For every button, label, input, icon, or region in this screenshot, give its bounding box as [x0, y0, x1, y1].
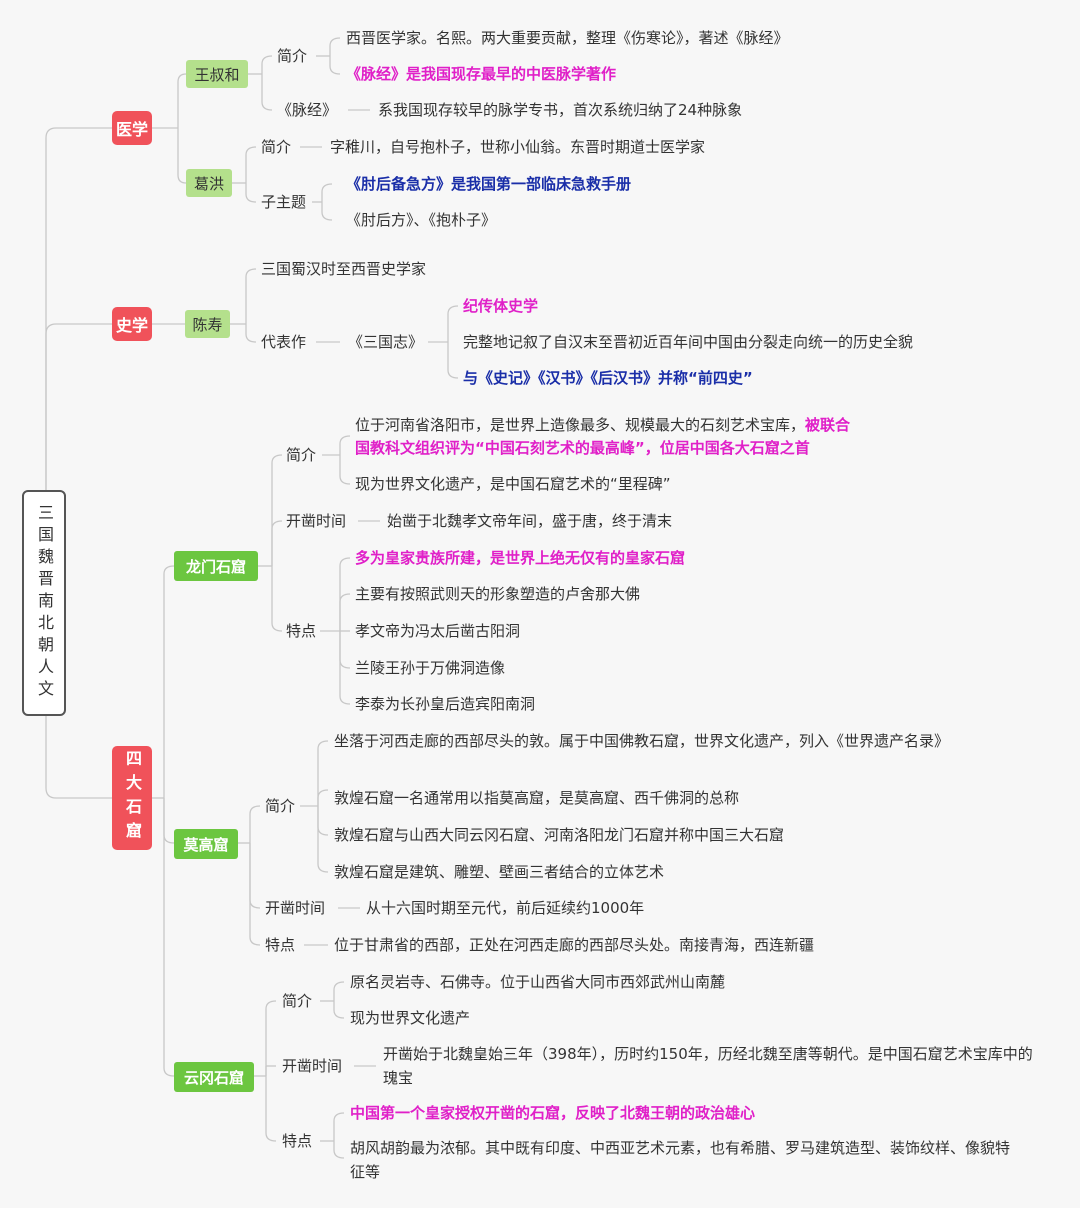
longmen-feat-label: 特点 [286, 622, 317, 640]
maijing-label: 《脉经》 [277, 101, 338, 119]
topic-history-label: 史学 [115, 316, 148, 335]
node-gehong-label: 葛洪 [193, 174, 224, 193]
topic-grottoes-label: 四大石窟 [123, 750, 142, 846]
mogao-time-text: 从十六国时期至元代，前后延续约1000年 [366, 899, 645, 917]
root-title: 三国魏晋南北朝人文 [35, 504, 54, 702]
node-gehong[interactable]: 葛洪 [186, 169, 232, 197]
mogao-intro-label: 简介 [265, 797, 296, 815]
node-longmen-label: 龙门石窟 [185, 557, 246, 576]
mogao-time-label: 开凿时间 [265, 899, 326, 917]
wangshuhe-intro-2: 《脉经》是我国现存最早的中医脉学著作 [346, 65, 617, 83]
yungang-feat-label: 特点 [282, 1132, 313, 1150]
topic-medicine[interactable]: 医学 [112, 111, 152, 145]
node-wangshuhe-label: 王叔和 [194, 65, 240, 84]
node-chenshou[interactable]: 陈寿 [185, 310, 230, 338]
mogao-intro-1: 坐落于河西走廊的西部尽头的敦。属于中国佛教石窟，世界文化遗产，列入《世界遗产名录… [334, 732, 950, 750]
longmen-time-text: 始凿于北魏孝文帝年间，盛于唐，终于清末 [387, 512, 673, 530]
longmen-time-label: 开凿时间 [286, 512, 347, 530]
sanguozhi-label: 《三国志》 [348, 333, 424, 351]
node-chenshou-label: 陈寿 [192, 315, 223, 334]
sanguozhi-3: 与《史记》《汉书》《后汉书》并称“前四史” [463, 369, 753, 387]
mogao-feat-label: 特点 [265, 936, 296, 954]
longmen-intro-1: 位于河南省洛阳市，是世界上造像最多、规模最大的石刻艺术宝库，被联合 [355, 414, 850, 436]
gehong-intro-label: 简介 [261, 138, 292, 156]
node-mogao-label: 莫高窟 [183, 835, 229, 854]
mogao-intro-3: 敦煌石窟与山西大同云冈石窟、河南洛阳龙门石窟并称中国三大石窟 [334, 826, 785, 844]
longmen-feat-5: 李泰为长孙皇后造宾阳南洞 [355, 695, 536, 713]
node-mogao[interactable]: 莫高窟 [174, 829, 238, 859]
longmen-feat-2: 主要有按照武则天的形象塑造的卢舍那大佛 [355, 585, 641, 603]
longmen-feat-3: 孝文帝为冯太后凿古阳洞 [355, 622, 521, 640]
sanguozhi-2: 完整地记叙了自汉末至晋初近百年间中国由分裂走向统一的历史全貌 [463, 333, 914, 351]
gehong-intro-text: 字稚川，自号抱朴子，世称小仙翁。东晋时期道士医学家 [330, 138, 706, 156]
chenshou-works-label: 代表作 [261, 333, 307, 351]
yungang-intro-1: 原名灵岩寺、石佛寺。位于山西省大同市西郊武州山南麓 [350, 973, 726, 991]
wangshuhe-intro-1: 西晋医学家。名熙。两大重要贡献，整理《伤寒论》，著述《脉经》 [346, 29, 789, 47]
gehong-sub-label: 子主题 [261, 193, 307, 211]
topic-grottoes[interactable]: 四大石窟 [112, 746, 152, 850]
maijing-text: 系我国现存较早的脉学专书，首次系统归纳了24种脉象 [378, 101, 743, 119]
longmen-intro-1b: 被联合 [805, 416, 851, 434]
longmen-intro-1a: 位于河南省洛阳市，是世界上造像最多、规模最大的石刻艺术宝库， [355, 416, 806, 434]
mogao-feat-text: 位于甘肃省的西部，正处在河西走廊的西部尽头处。南接青海，西连新疆 [334, 936, 815, 954]
gehong-sub-1: 《肘后备急方》是我国第一部临床急救手册 [346, 175, 632, 193]
mogao-intro-4: 敦煌石窟是建筑、雕塑、壁画三者结合的立体艺术 [334, 863, 665, 881]
topic-medicine-label: 医学 [115, 120, 148, 139]
longmen-intro-1c: 国教科文组织评为“中国石刻艺术的最高峰”，位居中国各大石窟之首 [355, 439, 810, 457]
yungang-feat-1: 中国第一个皇家授权开凿的石窟，反映了北魏王朝的政治雄心 [350, 1104, 756, 1122]
sanguozhi-1: 纪传体史学 [463, 297, 539, 315]
yungang-feat-2: 胡风胡韵最为浓郁。其中既有印度、中西亚艺术元素，也有希腊、罗马建筑造型、装饰纹样… [350, 1139, 1011, 1181]
longmen-intro-2: 现为世界文化遗产，是中国石窟艺术的“里程碑” [355, 475, 671, 493]
yungang-time-label: 开凿时间 [282, 1057, 343, 1075]
node-longmen[interactable]: 龙门石窟 [174, 551, 258, 581]
longmen-feat-4: 兰陵王孙于万佛洞造像 [355, 659, 506, 677]
node-yungang[interactable]: 云冈石窟 [174, 1062, 254, 1092]
root-topic[interactable]: 三国魏晋南北朝人文 [22, 490, 66, 716]
topic-history[interactable]: 史学 [112, 307, 152, 341]
mogao-intro-2: 敦煌石窟一名通常用以指莫高窟，是莫高窟、西千佛洞的总称 [334, 789, 740, 807]
node-wangshuhe[interactable]: 王叔和 [186, 60, 248, 88]
node-yungang-label: 云冈石窟 [183, 1068, 244, 1087]
yungang-intro-2: 现为世界文化遗产 [350, 1009, 471, 1027]
yungang-time-text: 开凿始于北魏皇始三年（398年），历时约150年，历经北魏至唐等朝代。是中国石窟… [383, 1045, 1033, 1087]
wangshuhe-intro-label: 简介 [277, 47, 308, 65]
chenshou-intro: 三国蜀汉时至西晋史学家 [261, 260, 427, 278]
yungang-intro-label: 简介 [282, 992, 313, 1010]
longmen-feat-1: 多为皇家贵族所建，是世界上绝无仅有的皇家石窟 [355, 549, 686, 567]
gehong-sub-2: 《肘后方》、《抱朴子》 [346, 211, 497, 229]
longmen-intro-label: 简介 [286, 446, 317, 464]
